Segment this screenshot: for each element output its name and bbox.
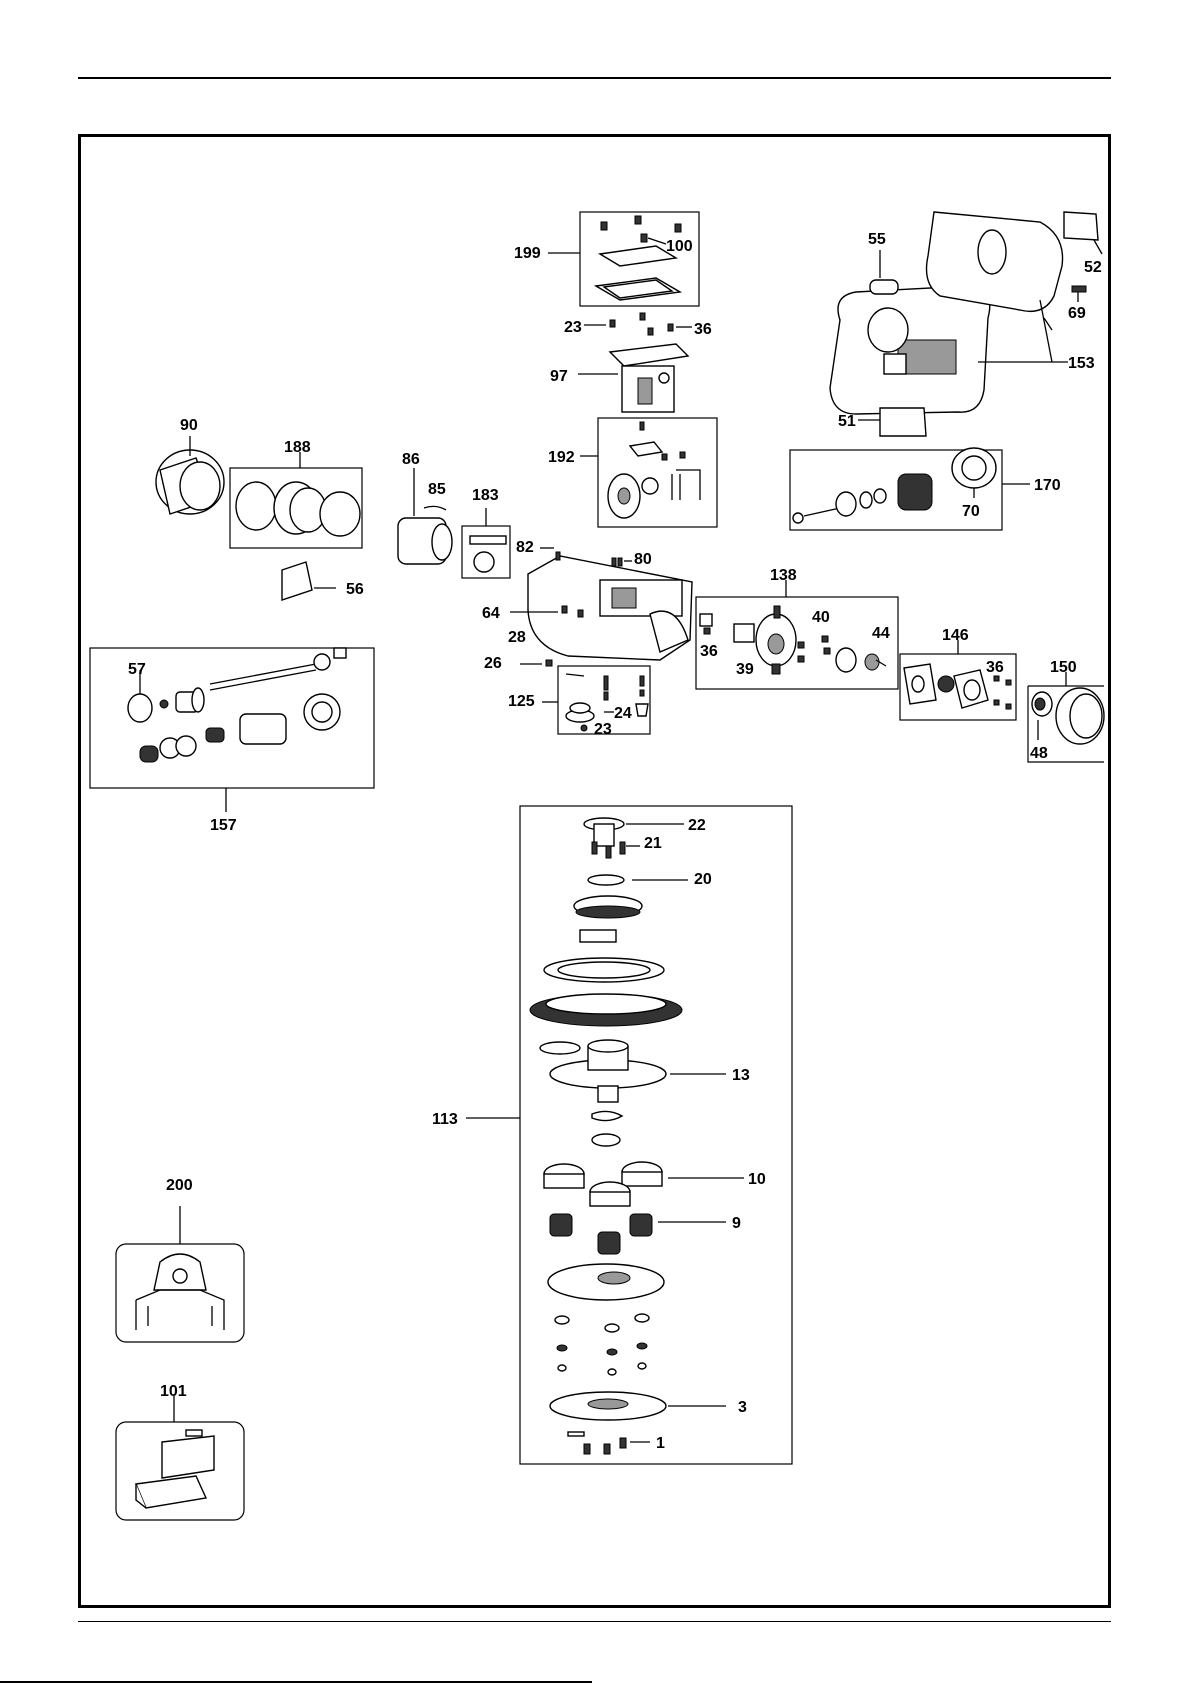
part-101-case bbox=[116, 1396, 244, 1520]
callout-199: 199 bbox=[514, 245, 541, 262]
callout-70: 70 bbox=[962, 503, 980, 520]
callout-100: 100 bbox=[666, 238, 693, 255]
group-113 bbox=[466, 806, 792, 1464]
part-69-screw bbox=[1072, 286, 1086, 302]
callout-1: 1 bbox=[656, 1435, 665, 1452]
callout-48: 48 bbox=[1030, 745, 1048, 762]
callout-55: 55 bbox=[868, 231, 886, 248]
callout-183: 183 bbox=[472, 487, 499, 504]
callout-3: 3 bbox=[738, 1399, 747, 1416]
callout-39: 39 bbox=[736, 661, 754, 678]
callout-153: 153 bbox=[1068, 355, 1095, 372]
callout-21: 21 bbox=[644, 835, 662, 852]
callout-56: 56 bbox=[346, 581, 364, 598]
callout-26: 26 bbox=[484, 655, 502, 672]
callout-64: 64 bbox=[482, 605, 500, 622]
callout-113: 113 bbox=[432, 1111, 458, 1128]
callout-138: 138 bbox=[770, 567, 797, 584]
callout-86: 86 bbox=[402, 451, 420, 468]
callout-90: 90 bbox=[180, 417, 198, 434]
callout-57: 57 bbox=[128, 661, 146, 678]
callout-82: 82 bbox=[516, 539, 534, 556]
callout-13: 13 bbox=[732, 1067, 750, 1084]
part-200-stand bbox=[116, 1206, 244, 1342]
main-body bbox=[510, 548, 692, 666]
part-90-sleeve bbox=[156, 436, 224, 514]
callout-80: 80 bbox=[634, 551, 652, 568]
callout-150: 150 bbox=[1050, 659, 1077, 676]
part-97-block bbox=[578, 313, 692, 412]
callout-146: 146 bbox=[942, 627, 969, 644]
callout-188: 188 bbox=[284, 439, 311, 456]
callout-23-mid: 23 bbox=[594, 721, 612, 738]
callout-125: 125 bbox=[508, 693, 535, 710]
callout-20: 20 bbox=[694, 871, 712, 888]
callout-22: 22 bbox=[688, 817, 706, 834]
callout-200: 200 bbox=[166, 1177, 193, 1194]
callout-157: 157 bbox=[210, 817, 237, 834]
callout-44: 44 bbox=[872, 625, 890, 642]
callout-23-top: 23 bbox=[564, 319, 582, 336]
callout-10: 10 bbox=[748, 1171, 766, 1188]
callout-85: 85 bbox=[428, 481, 446, 498]
callout-24: 24 bbox=[614, 705, 632, 722]
group-188 bbox=[230, 452, 362, 548]
group-146 bbox=[900, 640, 1016, 720]
callout-36-top: 36 bbox=[694, 321, 712, 338]
part-56-bracket bbox=[282, 562, 336, 600]
callout-28: 28 bbox=[508, 629, 526, 646]
callout-9: 9 bbox=[732, 1215, 741, 1232]
callout-101: 101 bbox=[160, 1383, 187, 1400]
callout-36-right: 36 bbox=[986, 659, 1004, 676]
callout-36-mid: 36 bbox=[700, 643, 718, 660]
group-138 bbox=[696, 580, 898, 689]
part-55-pin bbox=[870, 250, 898, 294]
group-170 bbox=[790, 448, 1030, 530]
callout-52: 52 bbox=[1084, 259, 1102, 276]
callout-192: 192 bbox=[548, 449, 575, 466]
part-153-housing bbox=[830, 212, 1068, 414]
part-52-plate bbox=[1064, 212, 1102, 254]
group-199 bbox=[548, 212, 699, 306]
callout-170: 170 bbox=[1034, 477, 1061, 494]
group-183 bbox=[462, 508, 510, 578]
callout-69: 69 bbox=[1068, 305, 1086, 322]
callout-97: 97 bbox=[550, 368, 568, 385]
callout-40: 40 bbox=[812, 609, 830, 626]
callout-51: 51 bbox=[838, 413, 856, 430]
group-192 bbox=[580, 418, 717, 527]
part-85-spring bbox=[424, 506, 446, 510]
